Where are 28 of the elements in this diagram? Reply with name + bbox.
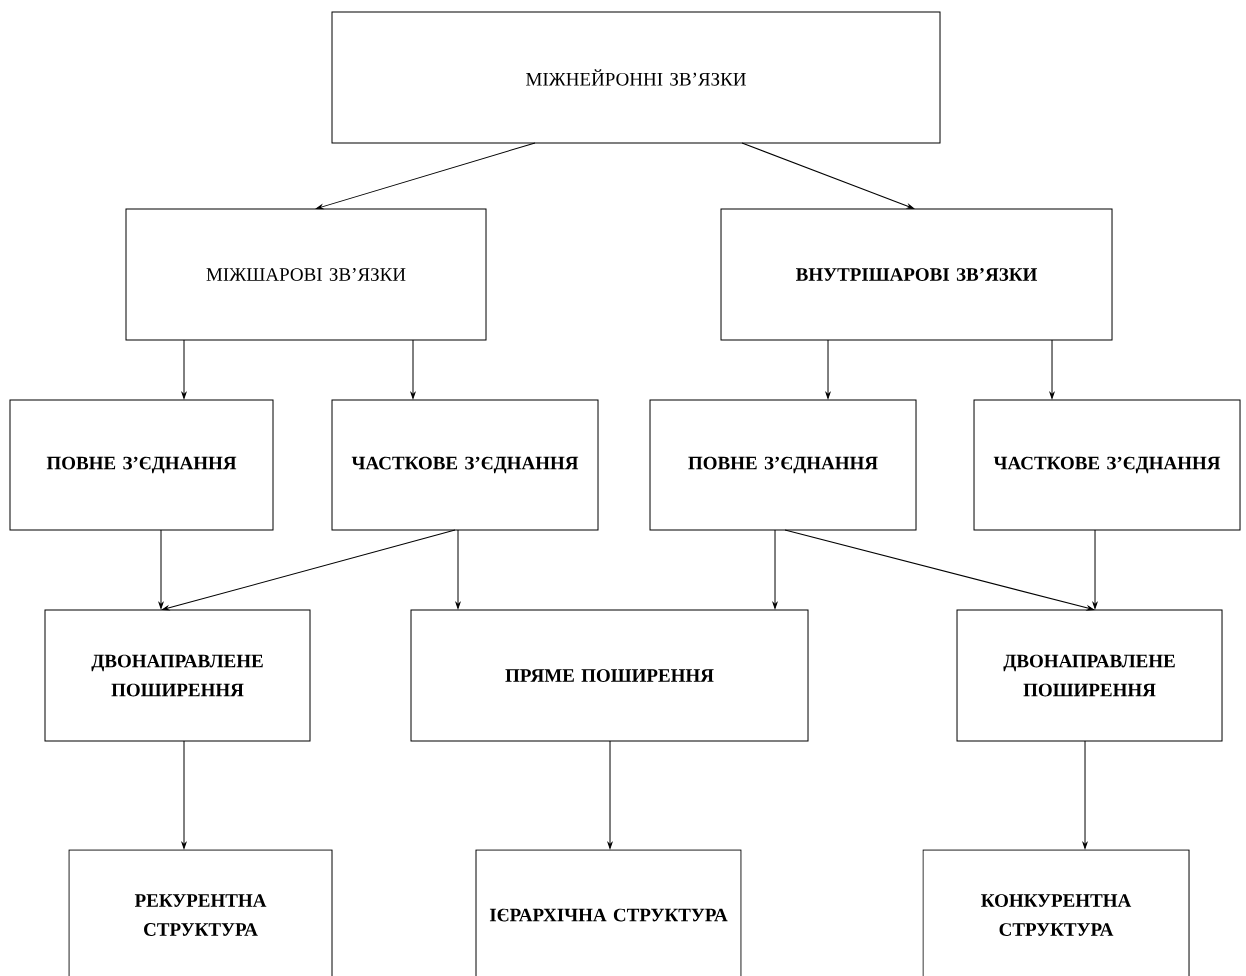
process-box: РЕКУРЕНТНА СТРУКТУРА: [68, 849, 333, 976]
process-box: ДВОНАПРАВЛЕНЕ ПОШИРЕННЯ: [956, 609, 1223, 742]
arrow: [1049, 339, 1055, 399]
arrow: [741, 142, 915, 209]
process-box: МІЖШАРОВІ ЗВ’ЯЗКИ: [125, 208, 487, 341]
process-box: ДВОНАПРАВЛЕНЕ ПОШИРЕННЯ: [44, 609, 311, 742]
process-box: ВНУТРІШАРОВІ ЗВ’ЯЗКИ: [720, 208, 1113, 341]
process-box: МІЖНЕЙРОННІ ЗВ’ЯЗКИ: [331, 11, 941, 144]
process-box: КОНКУРЕНТНА СТРУКТУРА: [922, 849, 1190, 976]
arrow: [1082, 740, 1088, 849]
arrow: [784, 529, 1094, 611]
arrow: [158, 529, 164, 609]
arrow: [162, 529, 456, 611]
arrow: [1092, 529, 1098, 609]
arrow: [181, 339, 187, 399]
process-box: ІЄРАРХІЧНА СТРУКТУРА: [475, 849, 742, 976]
process-box: ПРЯМЕ ПОШИРЕННЯ: [410, 609, 809, 742]
arrow: [772, 529, 778, 609]
arrow: [455, 529, 461, 609]
arrow: [316, 142, 536, 210]
arrow: [181, 740, 187, 849]
process-box: ЧАСТКОВЕ З’ЄДНАННЯ: [973, 399, 1241, 531]
process-box: ПОВНЕ З’ЄДНАННЯ: [649, 399, 917, 531]
process-box: ЧАСТКОВЕ З’ЄДНАННЯ: [331, 399, 599, 531]
arrow: [410, 339, 416, 399]
process-box: ПОВНЕ З’ЄДНАННЯ: [9, 399, 274, 531]
arrow: [607, 740, 613, 849]
arrow: [825, 339, 831, 399]
